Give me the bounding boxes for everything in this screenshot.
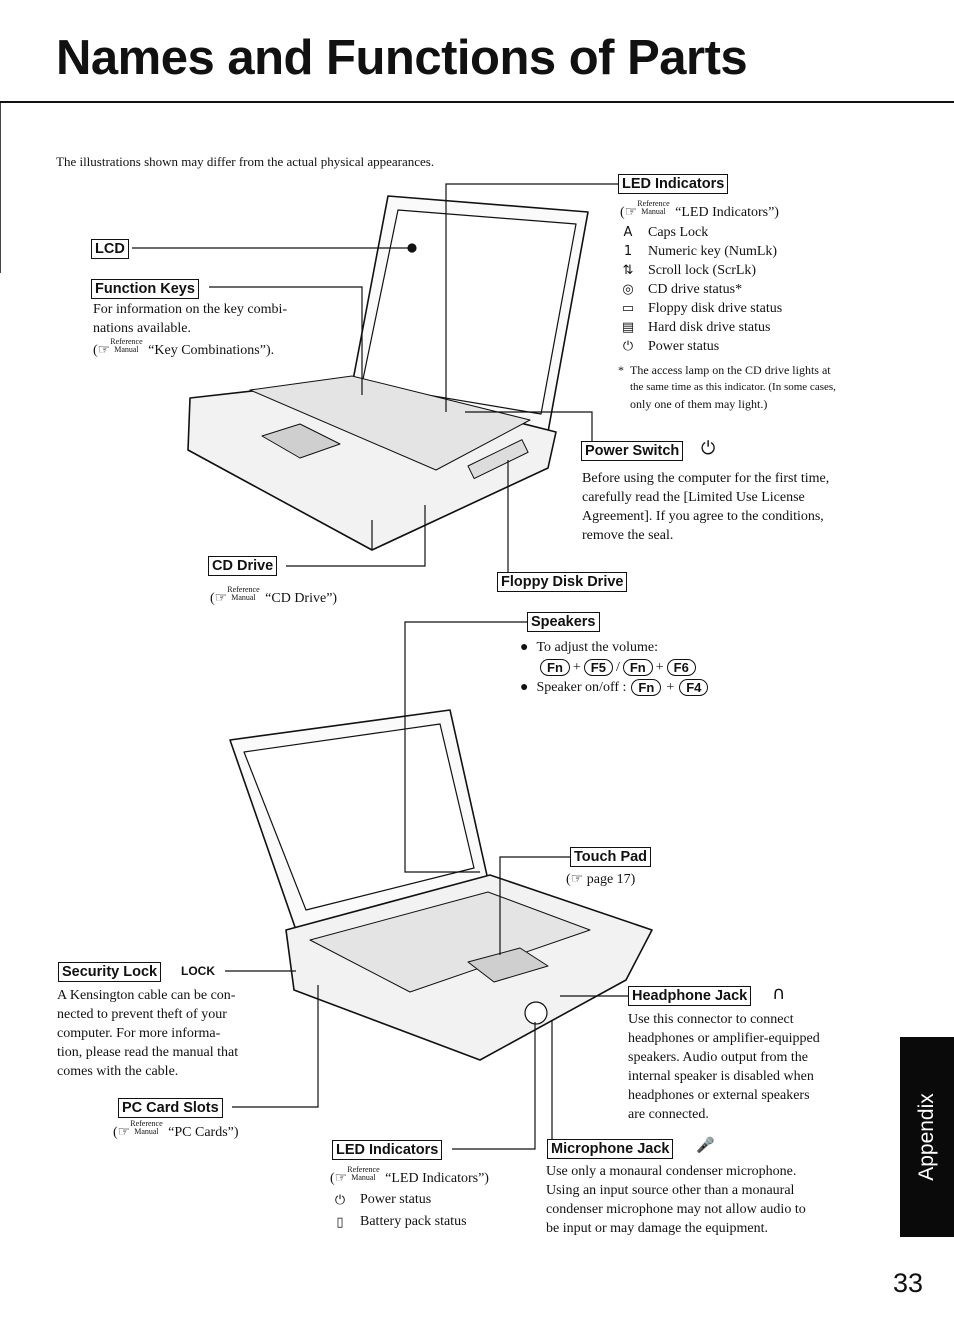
list-item: ⏻Power status [618, 337, 782, 356]
appendix-tab: Appendix [900, 1037, 954, 1237]
power-icon: ⏻ [622, 339, 634, 354]
reference-icon: ☞ [97, 343, 111, 358]
f4-key: F4 [679, 678, 709, 696]
headphone-icon: ∩ [772, 983, 786, 1004]
touch-pad-ref: (☞ page 17) [566, 872, 636, 887]
title-rule [0, 101, 954, 103]
fn-key: Fn [631, 678, 662, 696]
list-item: ◎CD drive status* [618, 280, 782, 299]
headphone-jack-desc: Use this connector to connect headphones… [628, 1012, 820, 1122]
bullet-icon: ● [520, 640, 529, 655]
bottom-laptop-touchpad [467, 947, 549, 983]
speakers-desc: ●To adjust the volume: Fn + F5 / Fn + F6… [520, 638, 840, 697]
hard-disk-icon: ▤ [621, 320, 635, 335]
microphone-jack-label: Microphone Jack [547, 1139, 674, 1159]
numeric-lock-icon: 1 [623, 244, 633, 259]
page-number: 33 [893, 1268, 924, 1298]
security-lock-label: Security Lock [58, 962, 162, 982]
speakers-label: Speakers [527, 612, 600, 632]
top-laptop-floppy [467, 439, 529, 480]
list-item: ▭Floppy disk drive status [618, 299, 782, 318]
battery-icon: ▯ [336, 1214, 344, 1230]
headphone-jack-label: Headphone Jack [628, 986, 752, 1006]
list-item: ▤Hard disk drive status [618, 318, 782, 337]
bottom-laptop-keyboard [309, 891, 591, 993]
top-laptop-front [187, 449, 549, 551]
speaker-toggle: ●Speaker on/off : Fn + F4 [520, 677, 840, 697]
reference-icon: ☞ [624, 205, 638, 220]
top-laptop-touchpad [261, 423, 341, 459]
cd-drive-label: CD Drive [208, 556, 278, 576]
scroll-lock-icon: ⇅ [622, 263, 634, 278]
floppy-disk-drive-label: Floppy Disk Drive [497, 572, 628, 592]
reference-icon: ☞ [570, 872, 584, 887]
led-indicators-top-label: LED Indicators [618, 174, 729, 194]
lock-tag: LOCK [181, 964, 215, 978]
list-item: ⇅Scroll lock (ScrLk) [618, 261, 782, 280]
list-item: ⏻Power status [330, 1189, 467, 1211]
function-keys-label: Function Keys [91, 279, 199, 299]
bottom-laptop-jacks [524, 1001, 548, 1025]
disclaimer: The illustrations shown may differ from … [56, 154, 435, 169]
power-icon: ⏻ [334, 1192, 346, 1208]
caps-lock-icon: A [623, 225, 633, 240]
fn-key: Fn [622, 658, 653, 676]
cd-drive-icon: ◎ [622, 282, 634, 297]
power-icon: ⏻ [701, 438, 716, 459]
f5-key: F5 [583, 658, 613, 676]
function-keys-desc: For information on the key combi- nation… [93, 300, 333, 360]
led-indicators-note: *The access lamp on the CD drive lights … [618, 363, 836, 411]
microphone-icon: 🎤 [696, 1136, 715, 1154]
reference-icon: ☞ [117, 1125, 131, 1140]
top-laptop-keyboard [249, 375, 531, 471]
led-indicators-bottom-label: LED Indicators [332, 1140, 443, 1160]
security-lock-desc: A Kensington cable can be con- nected to… [57, 988, 239, 1079]
lcd-label: LCD [91, 239, 129, 259]
bottom-laptop-screen [243, 723, 475, 911]
reference-icon: ☞ [334, 1171, 348, 1186]
page-title: Names and Functions of Parts [56, 31, 748, 85]
microphone-jack-desc: Use only a monaural condenser microphone… [546, 1164, 806, 1236]
power-switch-label: Power Switch [581, 441, 684, 461]
f6-key: F6 [666, 658, 696, 676]
power-switch-desc: Before using the computer for the first … [582, 471, 830, 543]
fn-key: Fn [540, 658, 570, 676]
floppy-disk-icon: ▭ [621, 301, 635, 316]
volume-keys: Fn + F5 / Fn + F6 [520, 657, 840, 677]
bullet-icon: ● [520, 679, 529, 695]
led-indicators-bottom-list: ⏻Power status ▯Battery pack status [330, 1189, 467, 1233]
touch-pad-label: Touch Pad [570, 847, 652, 867]
top-laptop-screen [361, 209, 577, 415]
reference-icon: ☞ [214, 591, 228, 606]
pc-card-slots-label: PC Card Slots [118, 1098, 223, 1118]
margin-rule [0, 103, 1, 273]
list-item: ▯Battery pack status [330, 1211, 466, 1233]
